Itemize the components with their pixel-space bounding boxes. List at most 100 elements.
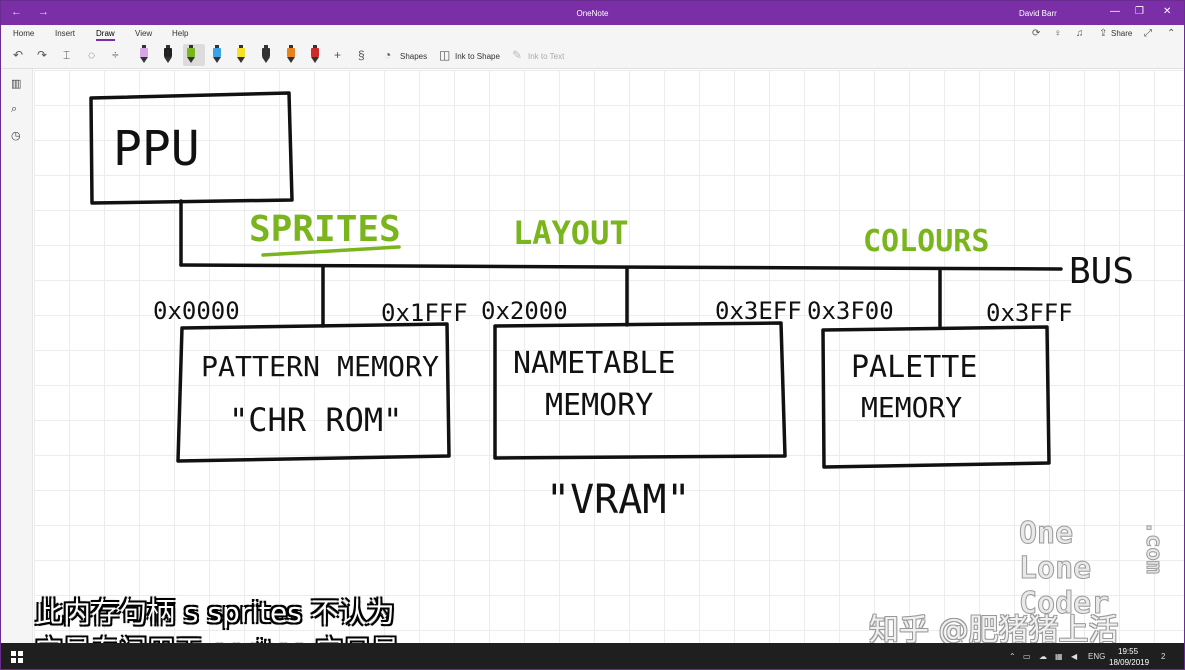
- search-icon[interactable]: ⌕: [11, 103, 18, 115]
- pen-body: [187, 48, 195, 57]
- address-3eff: 0x3EFF: [715, 297, 802, 325]
- tray-chevron-icon[interactable]: ⌃: [1009, 652, 1016, 661]
- subtitle-line-1: 此内存句柄 s sprites 不认为: [35, 596, 395, 629]
- watermark-coder: Coder: [1018, 586, 1110, 622]
- pen-lavender[interactable]: [136, 44, 152, 66]
- pen-body: [311, 48, 319, 57]
- tab-view[interactable]: View: [135, 29, 153, 38]
- share-button[interactable]: Share: [1111, 29, 1133, 38]
- pen-cap: [239, 45, 243, 48]
- tab-help[interactable]: Help: [172, 29, 189, 38]
- tab-home[interactable]: Home: [13, 29, 35, 38]
- type-select-icon[interactable]: ⌶: [63, 48, 71, 62]
- address-3fff: 0x3FFF: [986, 299, 1073, 327]
- more-options-icon[interactable]: ⌃: [1167, 28, 1176, 39]
- app-title: OneNote: [576, 9, 609, 18]
- notebooks-icon[interactable]: ▥: [11, 78, 22, 90]
- address-1fff: 0x1FFF: [381, 299, 468, 327]
- add-space-icon[interactable]: ÷: [112, 48, 119, 62]
- tray-cloud-icon[interactable]: ☁: [1039, 652, 1047, 661]
- ppu-label: PPU: [113, 121, 200, 177]
- sync-icon[interactable]: ⟳: [1032, 28, 1041, 39]
- pen-cap: [142, 45, 146, 48]
- watermark-zhihu: 知乎 @肥猪猪上活: [869, 613, 1119, 648]
- ppu-box: [89, 91, 294, 205]
- back-arrow-icon[interactable]: ←: [11, 6, 22, 18]
- tray-network-icon[interactable]: ▭: [1023, 652, 1031, 661]
- tab-insert[interactable]: Insert: [55, 29, 76, 38]
- minimize-button[interactable]: —: [1110, 6, 1120, 17]
- user-name[interactable]: David Barr: [1019, 9, 1057, 18]
- pen-tip: [287, 57, 295, 63]
- shapes-icon[interactable]: ◔: [384, 48, 392, 62]
- add-pen-icon[interactable]: +: [334, 48, 342, 62]
- highlighter-yellow[interactable]: [233, 44, 249, 66]
- pattern-memory-label: PATTERN MEMORY: [201, 350, 439, 383]
- pen-cap: [289, 45, 293, 48]
- redo-icon[interactable]: ↷: [37, 48, 48, 62]
- pencil-dark[interactable]: [258, 44, 274, 66]
- pen-green-selected[interactable]: [183, 44, 205, 66]
- pen-cap: [313, 45, 317, 48]
- pen-black[interactable]: [160, 44, 176, 66]
- clock-date[interactable]: 18/09/2019: [1109, 658, 1150, 667]
- pen-cap: [189, 45, 193, 48]
- palette-label: PALETTE: [851, 350, 977, 385]
- watermark-dotcom: .com: [1141, 521, 1167, 575]
- pen-cap: [215, 45, 219, 48]
- ink-to-shape-button[interactable]: Ink to Shape: [455, 52, 500, 61]
- pen-tip: [213, 57, 221, 63]
- bus-line: [179, 263, 1063, 271]
- ink-replay-icon[interactable]: §: [358, 48, 365, 62]
- watermark-lone: Lone: [1018, 551, 1092, 587]
- tray-wifi-icon[interactable]: ▦: [1055, 652, 1063, 661]
- ribbon-tabs: Home Insert Draw View Help: [1, 25, 1184, 43]
- tray-volume-icon[interactable]: ◀: [1071, 652, 1078, 661]
- address-2000: 0x2000: [481, 297, 568, 325]
- chr-rom-label: "CHR ROM": [229, 401, 402, 439]
- lightbulb-icon[interactable]: ♀: [1054, 28, 1062, 39]
- nametable-memory-box: [493, 321, 787, 460]
- language-indicator[interactable]: ENG: [1088, 652, 1106, 661]
- left-navigation-rail: ▥ ⌕ ◷: [1, 69, 33, 643]
- bus-label: BUS: [1069, 251, 1134, 292]
- pen-tip: [140, 57, 148, 63]
- pen-body: [237, 48, 245, 57]
- pen-orange[interactable]: [283, 44, 299, 66]
- tab-draw[interactable]: Draw: [96, 29, 115, 41]
- pattern-memory-box: [176, 322, 451, 463]
- recent-icon[interactable]: ◷: [11, 130, 21, 142]
- pen-blue[interactable]: [209, 44, 225, 66]
- close-button[interactable]: ✕: [1163, 6, 1172, 17]
- pen-cap: [264, 45, 268, 48]
- pen-tip: [187, 57, 195, 63]
- pen-body: [140, 48, 148, 57]
- shapes-button[interactable]: Shapes: [400, 52, 428, 61]
- ink-to-text-icon: ✎: [512, 48, 523, 62]
- fullscreen-icon[interactable]: ⤢: [1144, 28, 1152, 39]
- share-icon[interactable]: ⇪: [1099, 28, 1108, 39]
- palette-memory-label: MEMORY: [861, 391, 962, 424]
- undo-icon[interactable]: ↶: [13, 48, 24, 62]
- forward-arrow-icon[interactable]: →: [38, 6, 49, 18]
- pen-cap: [166, 45, 170, 48]
- page-canvas[interactable]: [34, 70, 1184, 643]
- bell-icon[interactable]: ♫: [1076, 28, 1084, 39]
- sprites-underline: [261, 245, 401, 257]
- ink-to-shape-icon[interactable]: ◫: [439, 48, 451, 62]
- clock-time[interactable]: 19:55: [1118, 647, 1139, 656]
- address-0000: 0x0000: [153, 297, 240, 325]
- pen-red[interactable]: [307, 44, 323, 66]
- notification-center-icon[interactable]: 2: [1161, 652, 1166, 661]
- nametable-memory-label: MEMORY: [545, 388, 653, 423]
- pen-tip: [262, 57, 270, 63]
- lasso-select-icon[interactable]: ◌: [88, 48, 96, 62]
- watermark-one: One: [1018, 516, 1074, 552]
- windows-start-icon[interactable]: [11, 651, 23, 663]
- maximize-button[interactable]: ❐: [1135, 6, 1144, 17]
- windows-taskbar: ⌃ ▭ ☁ ▦ ◀ ENG 19:55 18/09/2019 2: [1, 643, 1184, 669]
- colours-label: COLOURS: [863, 224, 989, 259]
- address-3f00: 0x3F00: [807, 297, 894, 325]
